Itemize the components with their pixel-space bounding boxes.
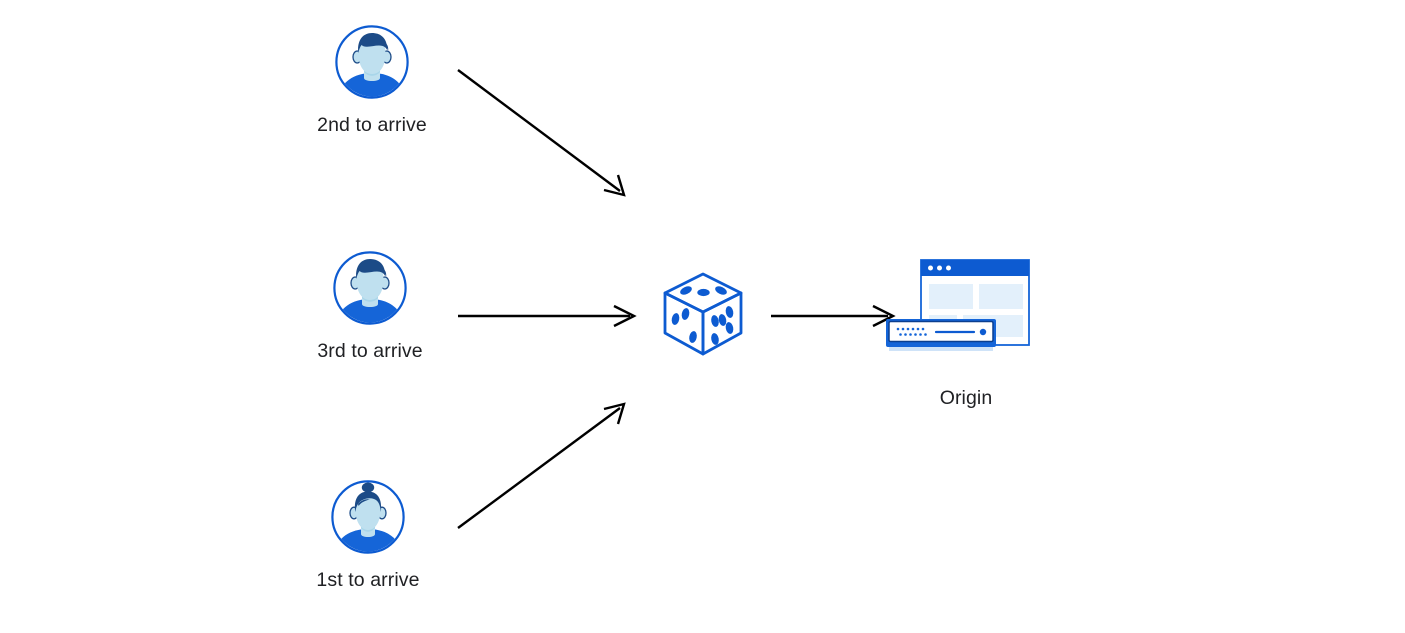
user-avatar-icon bbox=[334, 24, 410, 100]
arrow-3rd-to-dice bbox=[458, 304, 637, 328]
origin-node[interactable]: Origin bbox=[880, 255, 1052, 410]
arrow-1st-to-dice bbox=[457, 402, 626, 529]
user-avatar-icon bbox=[330, 479, 406, 555]
window-dot bbox=[937, 265, 942, 271]
window-dot bbox=[928, 265, 933, 271]
dice-node[interactable] bbox=[655, 266, 751, 362]
origin-label: Origin bbox=[939, 387, 993, 409]
client-node-1st[interactable]: 1st to arrive bbox=[278, 479, 458, 592]
client-node-3rd[interactable]: 3rd to arrive bbox=[280, 250, 460, 363]
client-label-3rd: 3rd to arrive bbox=[317, 340, 423, 362]
origin-server-icon bbox=[880, 255, 1052, 365]
server-device-shape bbox=[886, 319, 996, 351]
user-avatar-icon bbox=[332, 250, 408, 326]
client-label-1st: 1st to arrive bbox=[316, 569, 420, 591]
arrow-dice-to-origin bbox=[771, 304, 896, 328]
client-node-2nd[interactable]: 2nd to arrive bbox=[282, 24, 462, 137]
dice-icon bbox=[655, 266, 751, 367]
arrow-2nd-to-dice bbox=[457, 69, 626, 197]
window-dot bbox=[946, 265, 951, 271]
client-label-2nd: 2nd to arrive bbox=[317, 114, 427, 136]
